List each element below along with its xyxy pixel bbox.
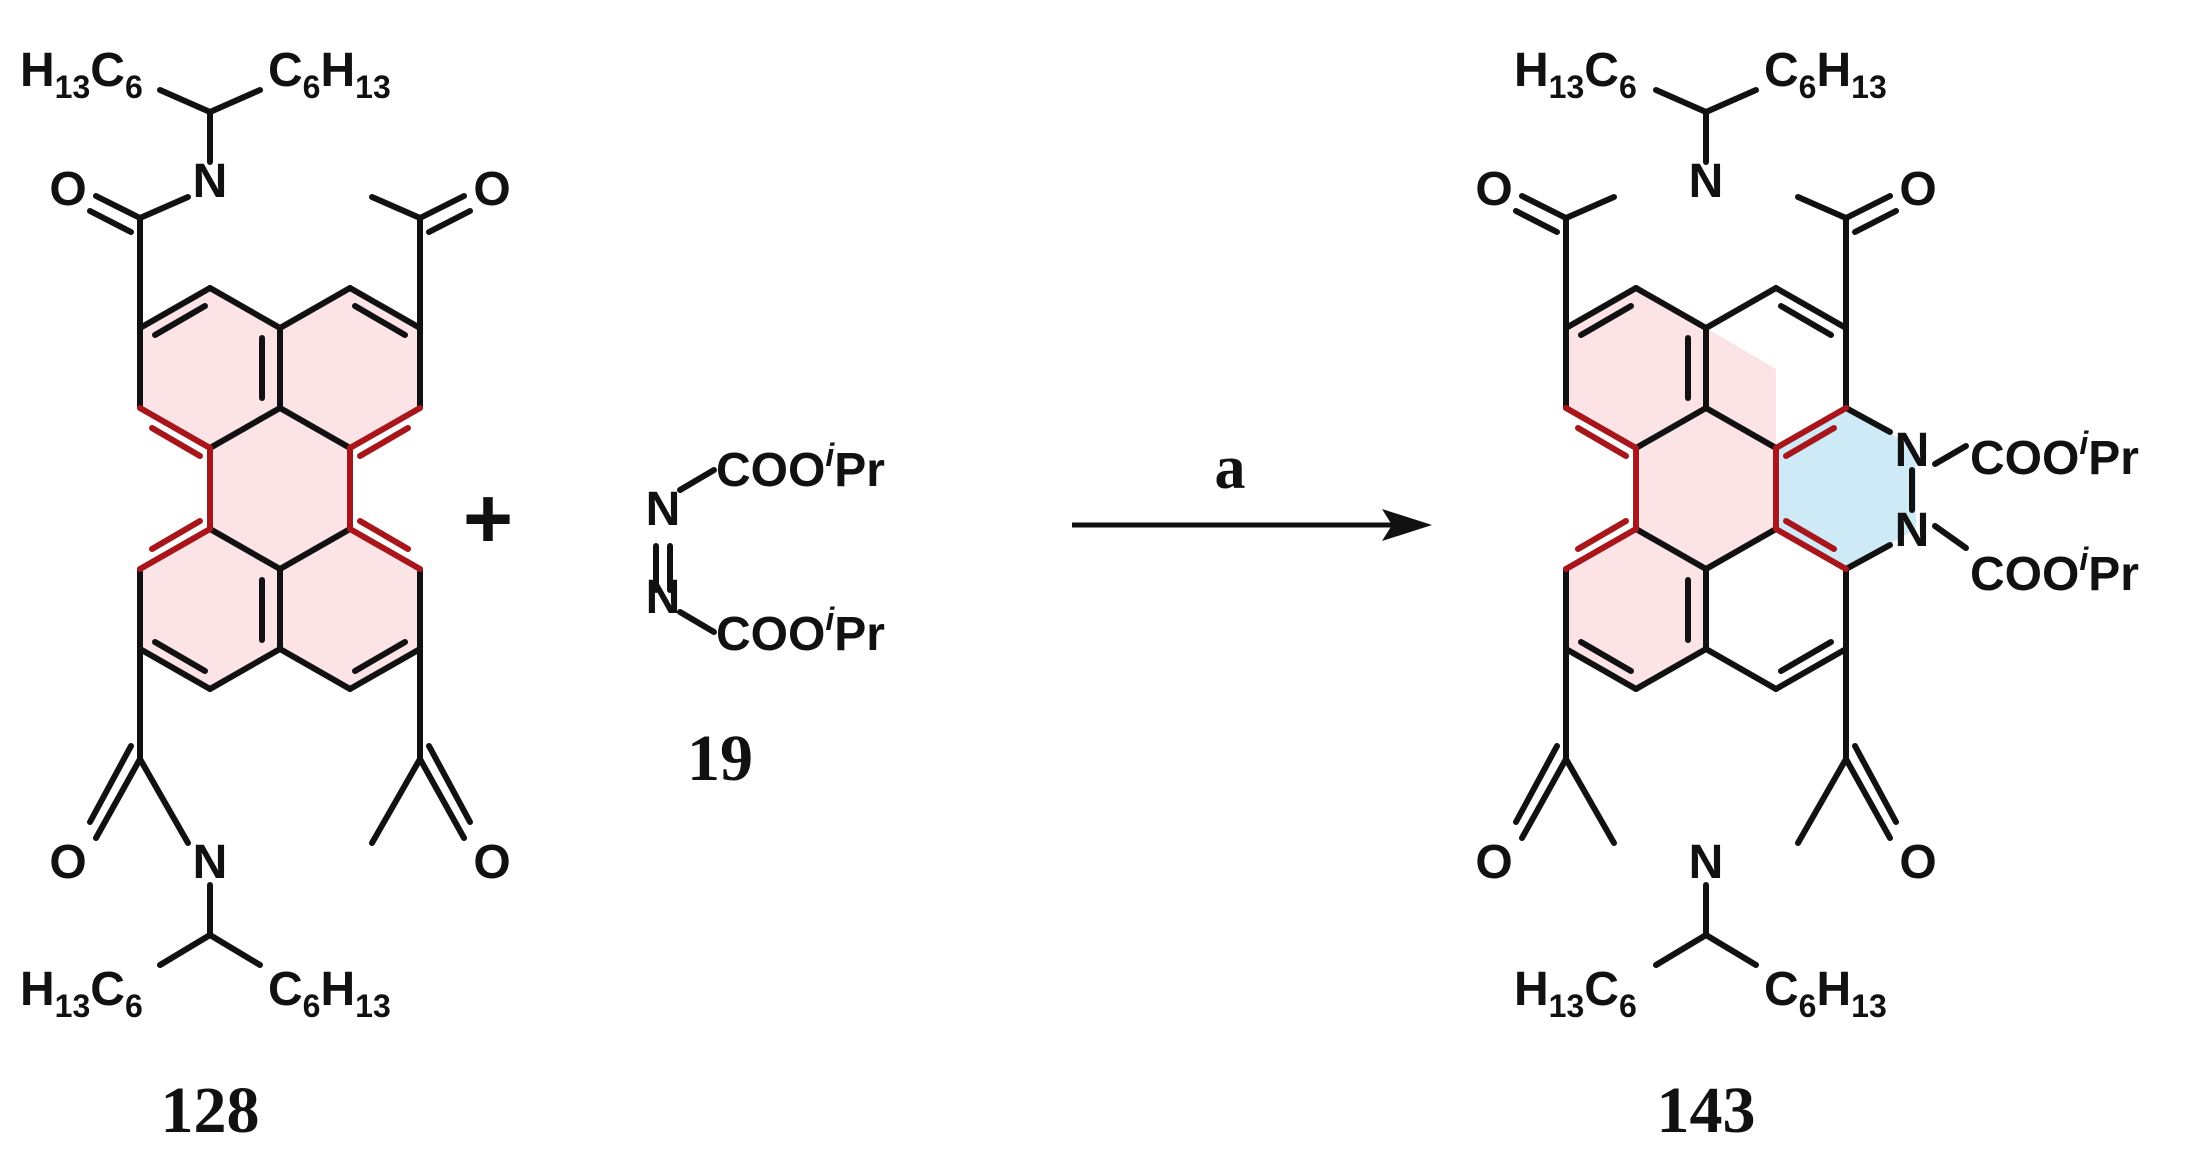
alkyl-top-left-128: H13C6 [20, 44, 143, 105]
ester-lower-143: COOiPr [1970, 541, 2139, 601]
perylene-red-bonds-143 [1563, 405, 1849, 572]
compound-label-19: 19 [687, 722, 753, 795]
perylene-bonds-143 [1563, 285, 1969, 692]
alkyl-bottom-right-128: C6H13 [268, 963, 391, 1024]
compound-128: N O O H13C6 C6H13 N O O [20, 44, 511, 1147]
atom-n-bottom-143: N [1689, 836, 1724, 889]
alkyl-top-right-128: C6H13 [268, 44, 391, 105]
plus-sign: + [463, 471, 513, 567]
bottom-imide-143: N O O H13C6 C6H13 [1475, 646, 1937, 1024]
alkyl-bottom-left-143: H13C6 [1514, 963, 1637, 1024]
ester-lower-19: COOiPr [716, 601, 885, 661]
alkyl-top-right-143: C6H13 [1764, 44, 1887, 105]
ester-upper-19: COOiPr [716, 437, 885, 497]
atom-n-upper-ring-143: N [1895, 424, 1930, 477]
atom-o-bottom-left-128: O [49, 836, 86, 889]
arrow-head [1382, 509, 1432, 541]
atom-o-bottom-right-143: O [1899, 836, 1936, 889]
top-imide-128: N O O H13C6 C6H13 [20, 44, 511, 331]
bottom-imide-128: N O O H13C6 C6H13 [20, 646, 511, 1024]
atom-o-bottom-right-128: O [473, 836, 510, 889]
atom-o-top-left-128: O [49, 163, 86, 216]
atom-o-top-right-143: O [1899, 163, 1936, 216]
ester-upper-143: COOiPr [1970, 425, 2139, 485]
atom-n-lower-ring-143: N [1895, 504, 1930, 557]
alkyl-bottom-right-143: C6H13 [1764, 963, 1887, 1024]
pyridazine-highlight-143 [1776, 408, 1916, 569]
atom-n-bottom-128: N [193, 836, 228, 889]
top-imide-143: N O O H13C6 C6H13 [1475, 44, 1937, 331]
compound-label-128: 128 [161, 1074, 260, 1147]
perylene-core-128 [210, 408, 350, 569]
atom-n-top-143: N [1689, 155, 1724, 208]
atom-o-top-left-143: O [1475, 163, 1512, 216]
reaction-condition-label: a [1215, 434, 1246, 502]
alkyl-bottom-left-128: H13C6 [20, 963, 143, 1024]
alkyl-top-left-143: H13C6 [1514, 44, 1637, 105]
atom-n-upper-19: N [646, 483, 681, 536]
compound-label-143: 143 [1657, 1074, 1756, 1147]
atom-o-top-right-128: O [473, 163, 510, 216]
perylene-highlight-143 [1566, 288, 1776, 689]
atom-n-top-128: N [193, 155, 228, 208]
reaction-arrow: a [1072, 434, 1432, 541]
compound-19: N N COOiPr COOiPr 19 [646, 437, 885, 795]
perylene-bonds-128 [137, 285, 423, 692]
perylene-red-bonds-128 [137, 405, 423, 572]
compound-143: N N COOiPr COOiPr N O O H13C6 [1475, 44, 2139, 1147]
atom-o-bottom-left-143: O [1475, 836, 1512, 889]
atom-n-lower-19: N [646, 571, 681, 624]
